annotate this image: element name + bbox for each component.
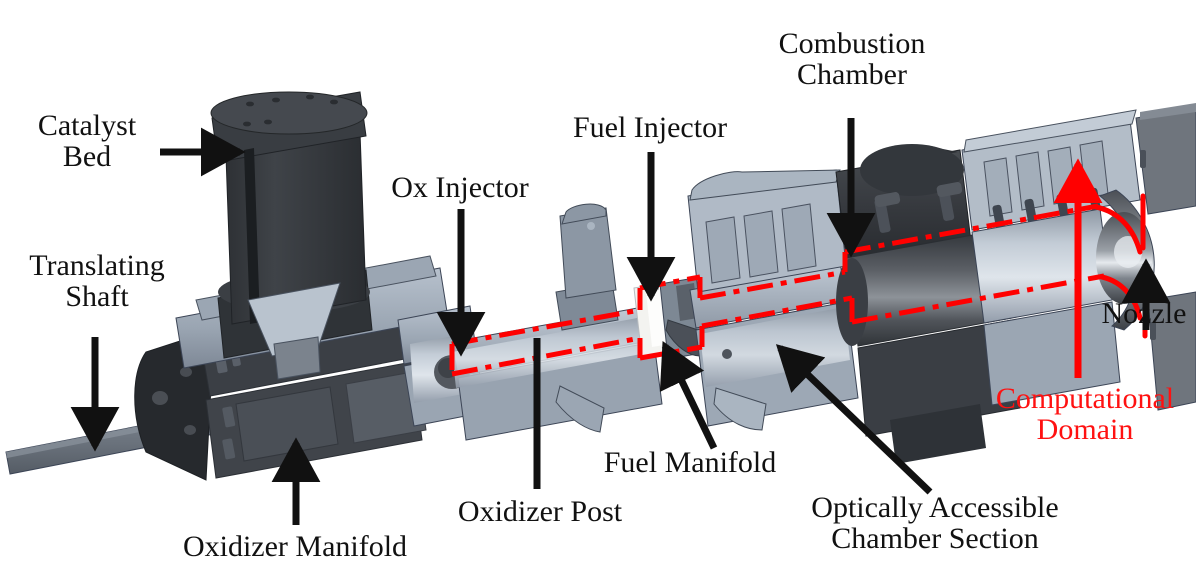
label-fuel-injector: Fuel Injector <box>572 111 728 144</box>
label-ox-injector: Ox Injector <box>391 171 529 204</box>
label-catalyst-bed: Catalyst Bed <box>37 109 137 174</box>
label-translating-shaft: Translating Shaft <box>29 249 165 314</box>
label-combustion-chamber: Combustion Chamber <box>778 27 926 92</box>
catalyst-bed-part <box>210 91 373 380</box>
label-nozzle: Nozzle <box>1101 297 1187 330</box>
engine-assembly <box>5 91 1196 481</box>
rear-flange <box>134 329 215 481</box>
label-computational-domain: Computational Domain <box>995 382 1175 447</box>
label-oxidizer-manifold: Oxidizer Manifold <box>182 530 408 563</box>
leader-lines <box>70 118 1171 525</box>
label-optically-accessible-chamber: Optically Accessible Chamber Section <box>811 491 1059 556</box>
leader-optically-accessible-chamber <box>775 344 933 495</box>
label-fuel-manifold: Fuel Manifold <box>603 446 777 479</box>
leader-fuel-manifold <box>659 340 718 450</box>
label-oxidizer-post: Oxidizer Post <box>457 495 623 528</box>
oxidizer-post-barrel <box>451 203 663 441</box>
